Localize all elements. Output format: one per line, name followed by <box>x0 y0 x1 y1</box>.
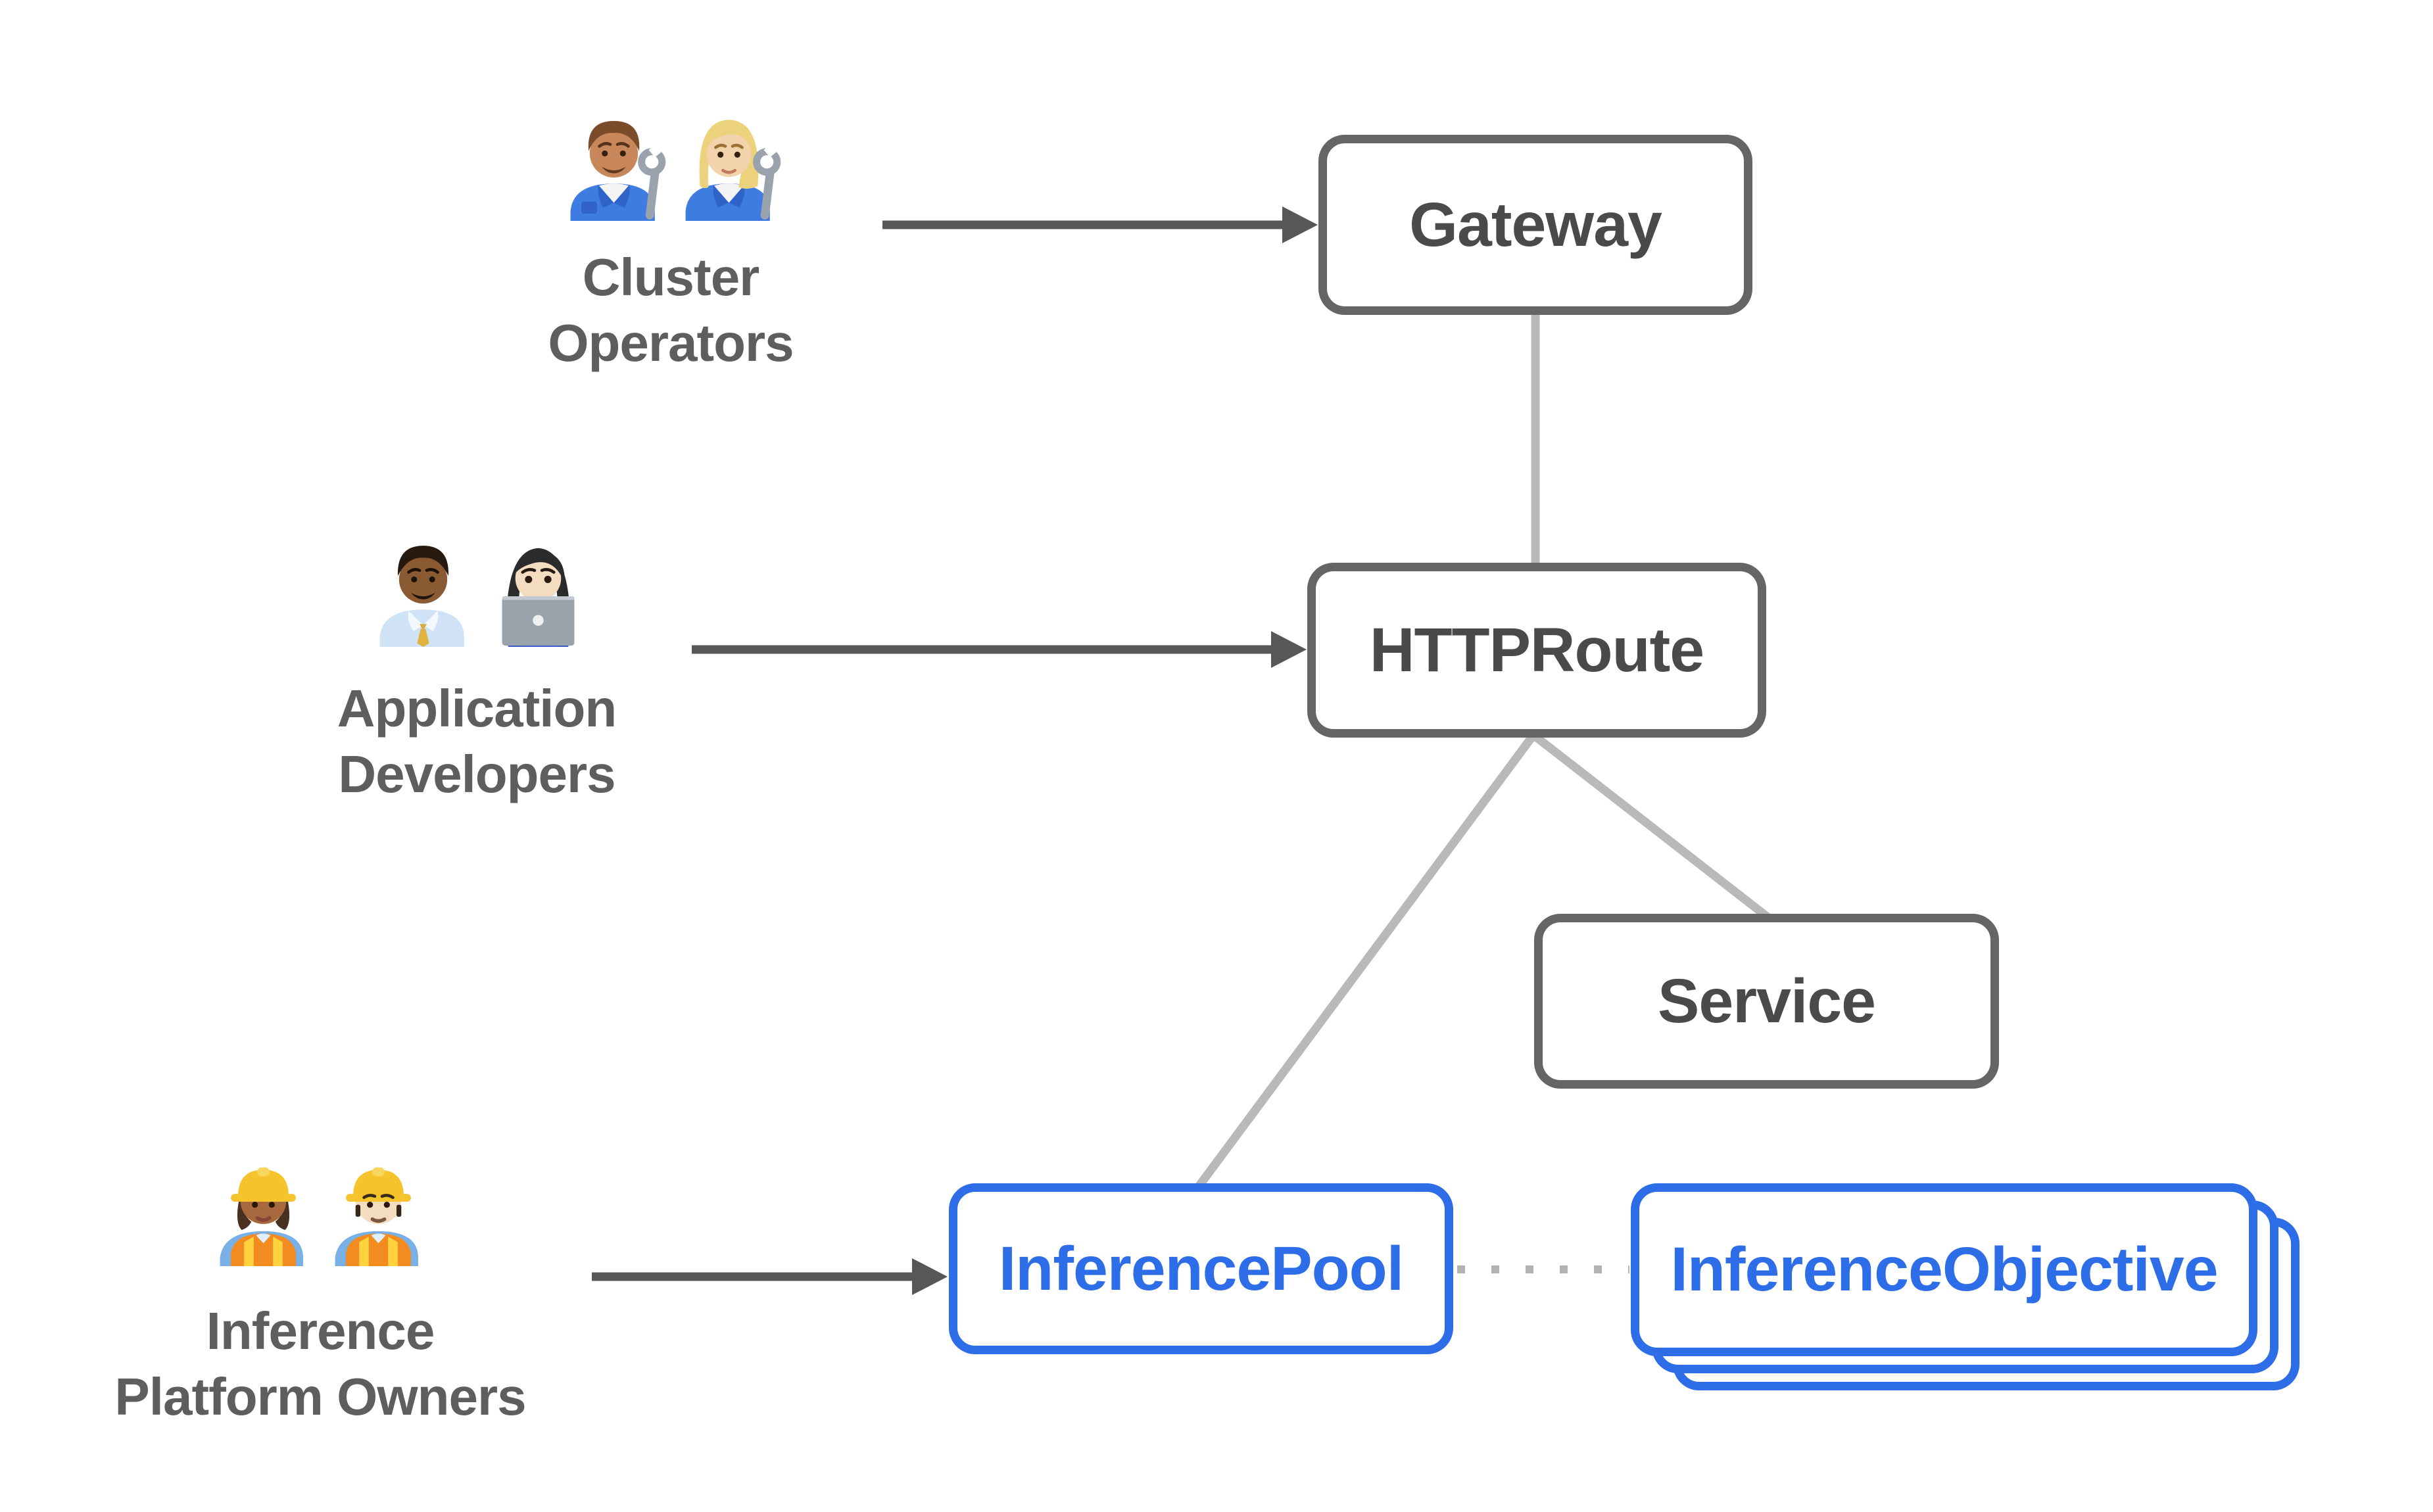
application-developers-emoji-group <box>369 532 592 647</box>
platform-owners-label-line1: Inference <box>206 1302 435 1360</box>
wrench-icon <box>638 139 667 220</box>
node-inferenceobjective-label: InferenceObjective <box>1670 1235 2218 1304</box>
node-service-label: Service <box>1657 966 1876 1036</box>
cluster-operators-emoji-group <box>560 106 783 221</box>
arrow-cluster-operators-gateway <box>882 206 1318 243</box>
man-office-worker-emoji-icon <box>379 546 464 647</box>
arrowhead-icon <box>912 1258 948 1295</box>
laptop-icon <box>502 596 575 646</box>
node-httproute: HTTPRoute <box>1307 563 1766 738</box>
node-inferenceobjective-stack: InferenceObjective <box>1631 1183 2300 1390</box>
application-developers-label-line1: Application <box>337 679 617 738</box>
cluster-operators-label-line2: Operators <box>548 314 794 372</box>
application-developers-label: Application Developers <box>247 676 707 807</box>
edge-httproute-inferencepool <box>1194 732 1537 1190</box>
node-gateway: Gateway <box>1318 135 1752 315</box>
arrow-application-developers-httproute <box>692 631 1307 668</box>
man-mechanic-emoji-icon <box>570 120 667 221</box>
arrowhead-icon <box>1282 206 1318 243</box>
platform-owners-label: Inference Platform Owners <box>24 1298 616 1430</box>
cluster-operators-label-line1: Cluster <box>582 248 760 306</box>
platform-owners-label-line2: Platform Owners <box>114 1367 526 1426</box>
man-construction-worker-emoji-icon <box>335 1167 418 1266</box>
node-inferencepool: InferencePool <box>949 1183 1453 1354</box>
node-httproute-label: HTTPRoute <box>1369 615 1704 685</box>
arrow-platform-owners-inferencepool <box>592 1258 948 1295</box>
node-inferenceobjective: InferenceObjective <box>1631 1183 2257 1356</box>
node-gateway-label: Gateway <box>1409 189 1662 260</box>
node-service: Service <box>1534 914 1999 1089</box>
wrench-icon <box>753 139 783 220</box>
woman-mechanic-emoji-icon <box>685 120 783 221</box>
edge-httproute-service <box>1531 731 1773 923</box>
platform-owners-emoji-group <box>209 1152 433 1266</box>
woman-construction-worker-emoji-icon <box>220 1167 303 1266</box>
woman-technologist-emoji-icon <box>502 548 575 647</box>
arrowhead-icon <box>1271 631 1307 668</box>
application-developers-label-line2: Developers <box>338 745 615 803</box>
cluster-operators-label: Cluster Operators <box>441 245 901 376</box>
node-inferencepool-label: InferencePool <box>998 1233 1404 1304</box>
